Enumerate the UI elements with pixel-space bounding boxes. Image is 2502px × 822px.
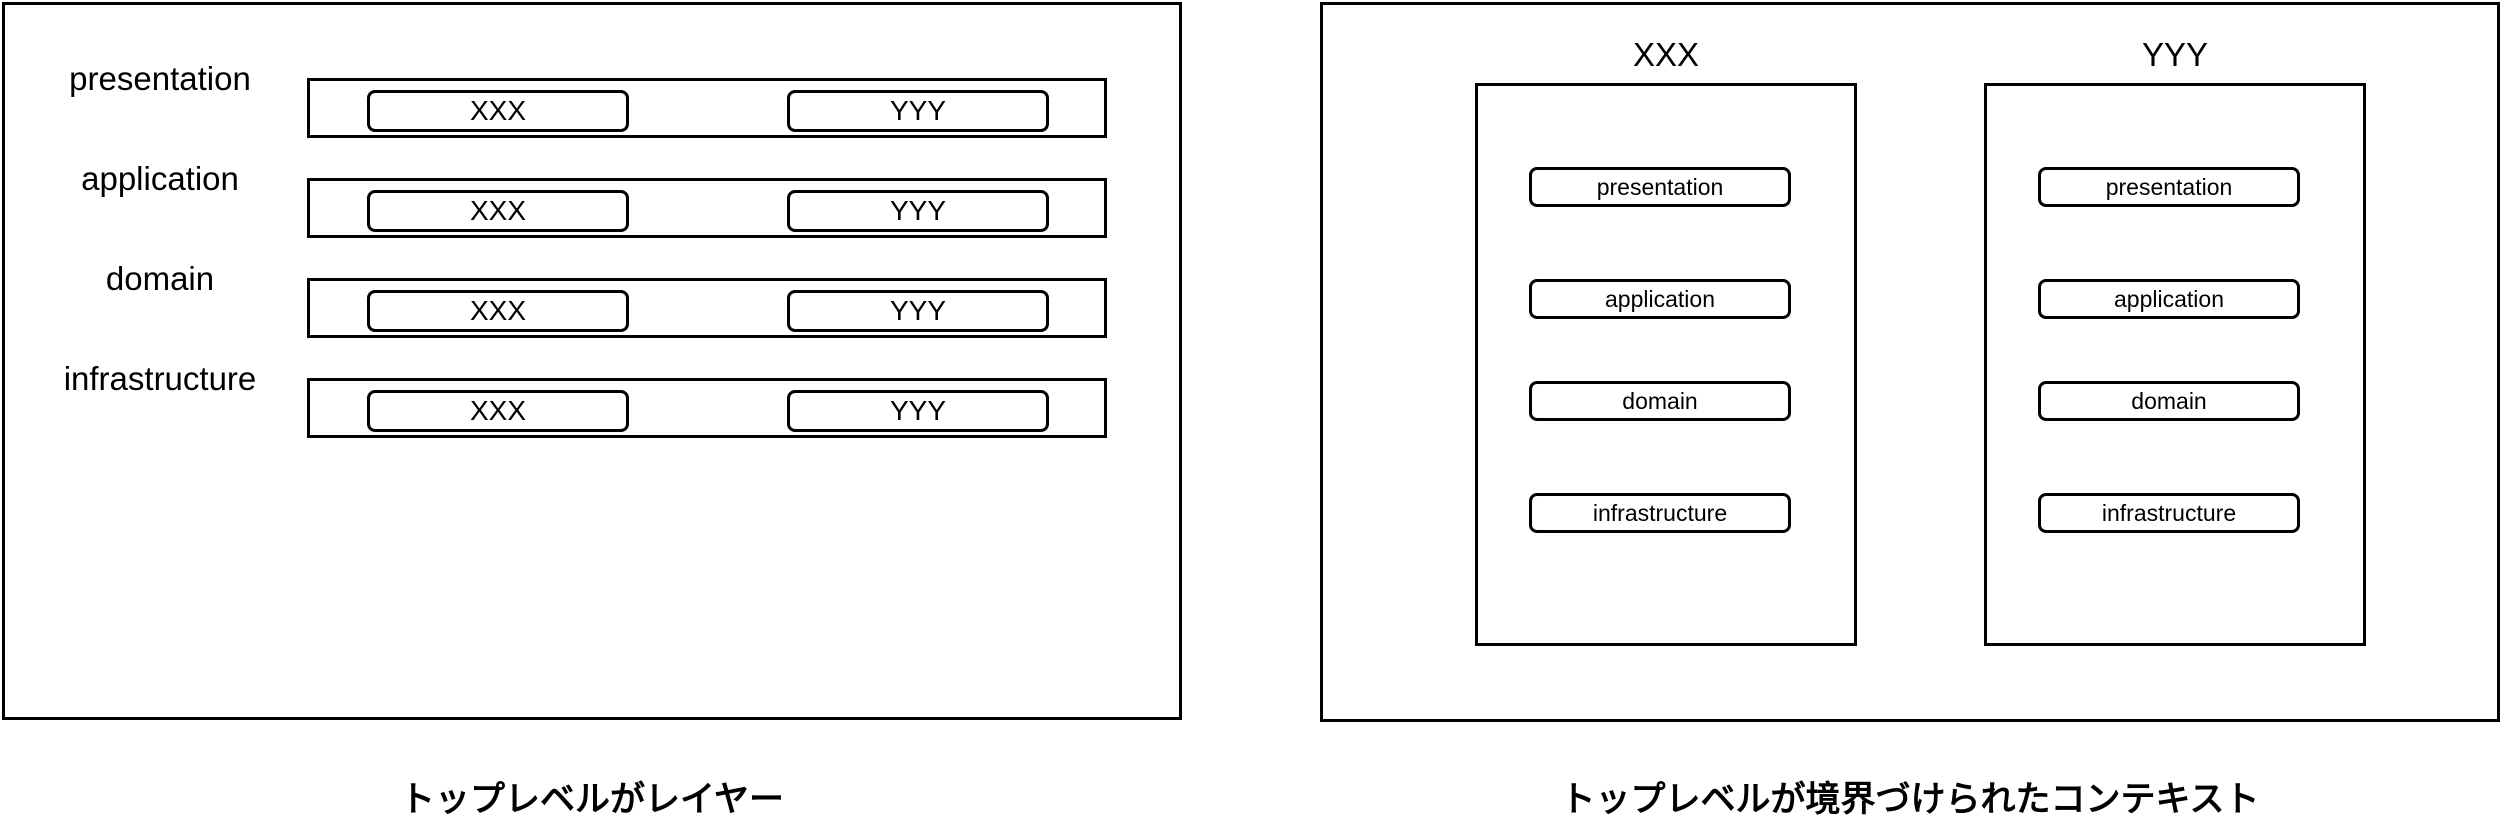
- context-chip-xxx-presentation[interactable]: XXX: [367, 90, 629, 132]
- context-chip-xxx-infrastructure[interactable]: XXX: [367, 390, 629, 432]
- layer-label-presentation: presentation: [69, 60, 251, 97]
- layer-label-domain: domain: [105, 260, 215, 297]
- layer-row-presentation: XXX YYY: [307, 78, 1107, 138]
- layer-chip-infrastructure-xxx[interactable]: infrastructure: [1529, 493, 1791, 533]
- context-chip-yyy-domain[interactable]: YYY: [787, 290, 1049, 332]
- layer-row-domain: XXX YYY: [307, 278, 1107, 338]
- context-chip-yyy-infrastructure[interactable]: YYY: [787, 390, 1049, 432]
- context-box-yyy: presentation application domain infrastr…: [1984, 83, 2366, 646]
- context-title-yyy: YYY: [2141, 36, 2209, 73]
- caption-left-diagram: トップレベルがレイヤー: [400, 780, 784, 819]
- layer-label-application: application: [81, 160, 239, 197]
- context-box-xxx: presentation application domain infrastr…: [1475, 83, 1857, 646]
- layer-chip-presentation-xxx[interactable]: presentation: [1529, 167, 1791, 207]
- left-diagram-panel: presentation XXX YYY application XXX YYY…: [2, 2, 1182, 720]
- context-chip-yyy-application[interactable]: YYY: [787, 190, 1049, 232]
- context-chip-xxx-domain[interactable]: XXX: [367, 290, 629, 332]
- right-diagram-panel: XXX presentation application domain infr…: [1320, 2, 2500, 722]
- layer-chip-domain-xxx[interactable]: domain: [1529, 381, 1791, 421]
- layer-chip-presentation-yyy[interactable]: presentation: [2038, 167, 2300, 207]
- caption-right-diagram: トップレベルが境界づけられたコンテキスト: [1560, 780, 2260, 819]
- layer-chip-infrastructure-yyy[interactable]: infrastructure: [2038, 493, 2300, 533]
- layer-chip-domain-yyy[interactable]: domain: [2038, 381, 2300, 421]
- context-chip-yyy-presentation[interactable]: YYY: [787, 90, 1049, 132]
- layer-label-infrastructure: infrastructure: [63, 360, 257, 397]
- layer-row-infrastructure: XXX YYY: [307, 378, 1107, 438]
- layer-row-application: XXX YYY: [307, 178, 1107, 238]
- context-chip-xxx-application[interactable]: XXX: [367, 190, 629, 232]
- layer-chip-application-xxx[interactable]: application: [1529, 279, 1791, 319]
- context-title-xxx: XXX: [1632, 36, 1700, 73]
- layer-chip-application-yyy[interactable]: application: [2038, 279, 2300, 319]
